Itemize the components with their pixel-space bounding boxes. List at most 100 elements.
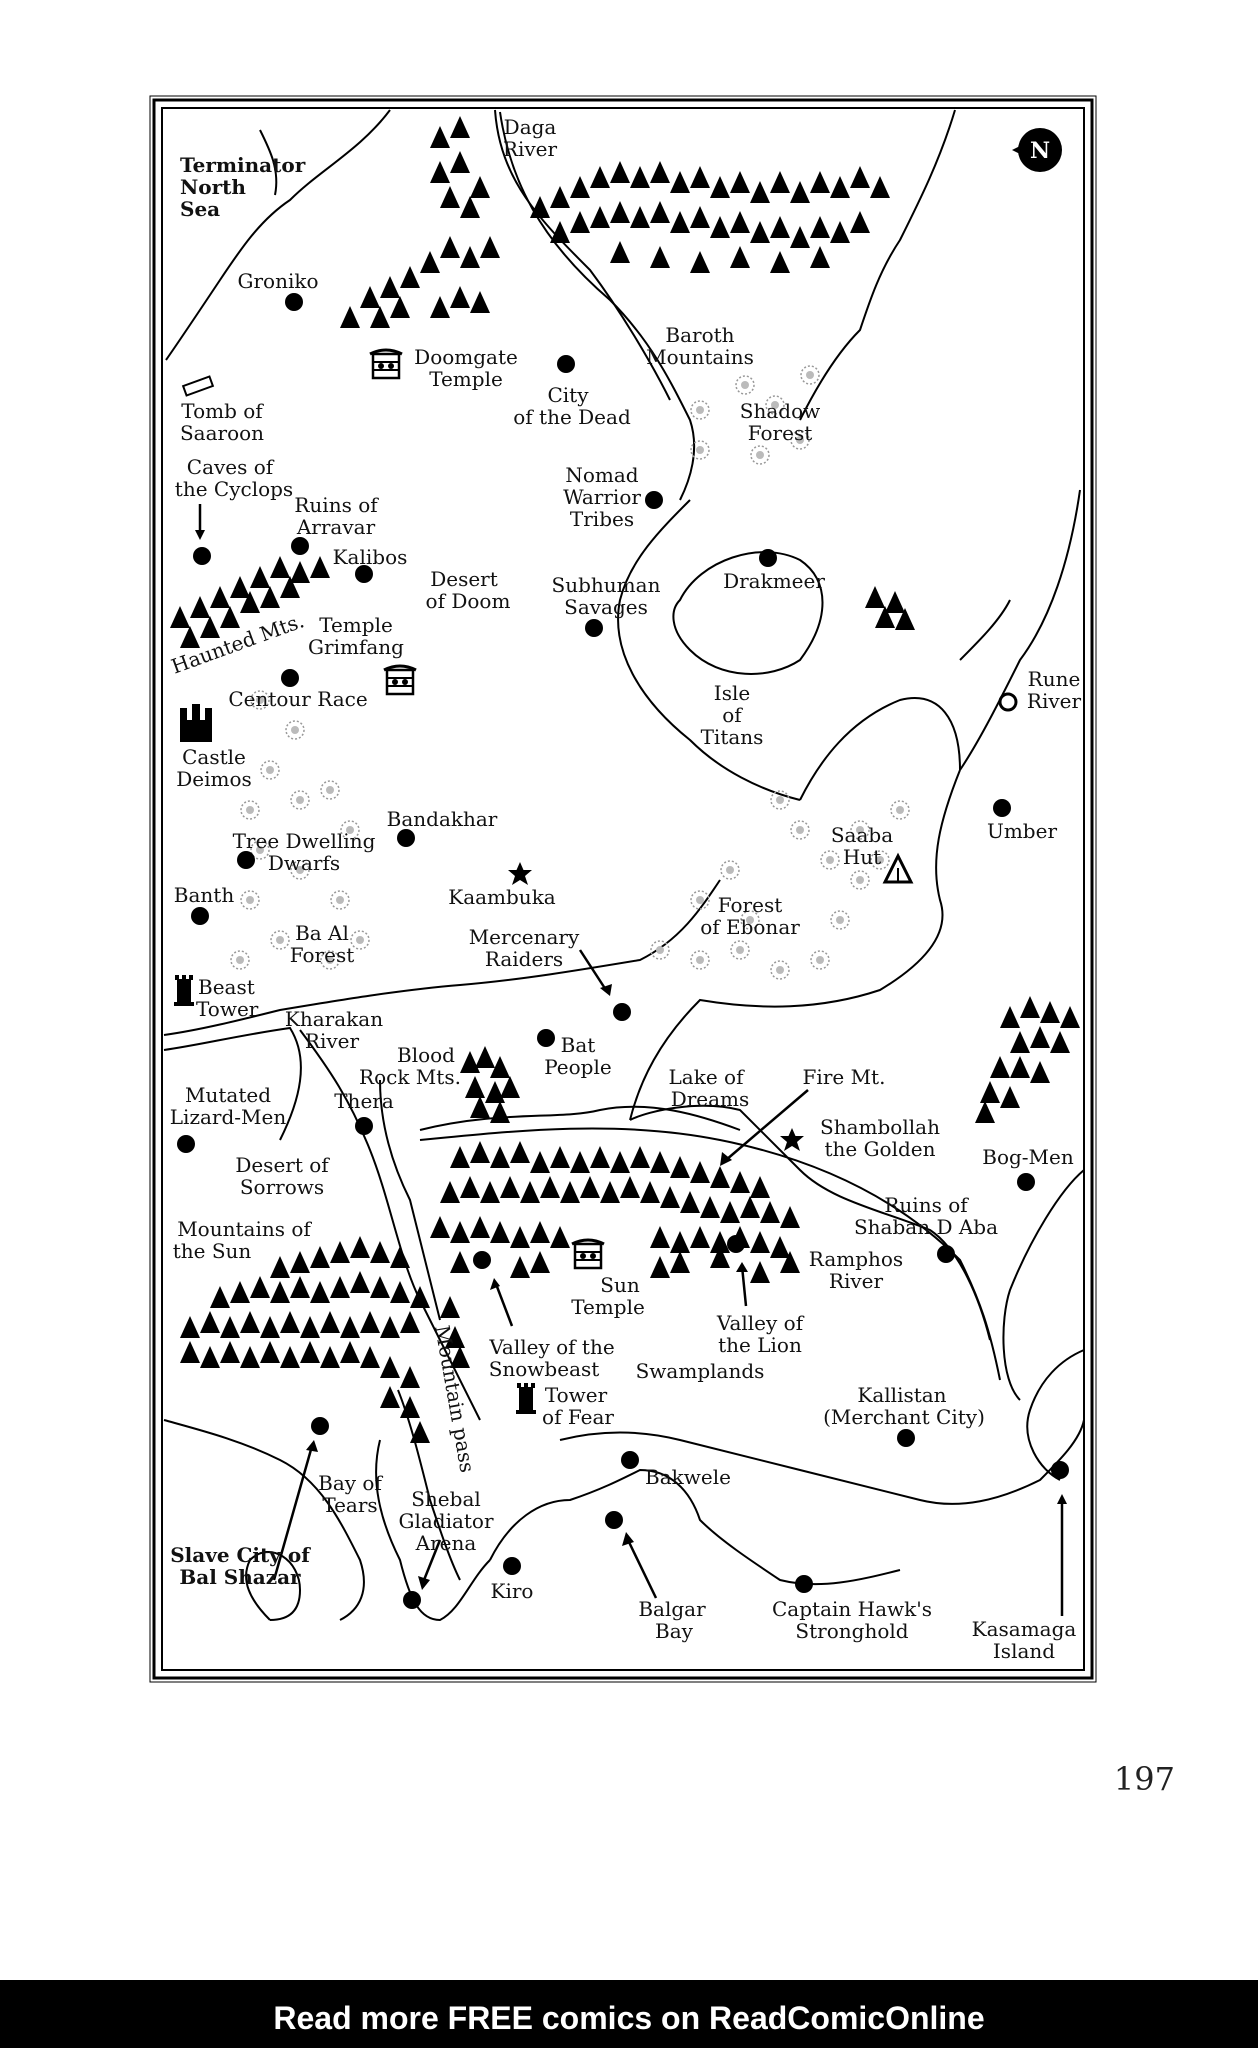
shaban-dot	[937, 1245, 955, 1263]
east-ne-mountains	[975, 996, 1080, 1123]
subhuman-dot	[585, 619, 603, 637]
label-mountain-pass: Mountain pass	[430, 1323, 480, 1474]
valley-lion-dot	[727, 1235, 745, 1253]
kallistan-dot	[897, 1429, 915, 1447]
bat-dot	[537, 1029, 555, 1047]
label-terminator: Terminator North Sea	[180, 153, 312, 221]
label-drakmeer: Drakmeer	[723, 569, 825, 593]
kasamaga-dot	[1051, 1461, 1069, 1479]
mercenary-dot	[613, 1003, 631, 1021]
dwarfs-dot	[237, 851, 255, 869]
doomgate-temple-icon	[368, 348, 404, 380]
kaambuka-star-icon	[508, 862, 532, 885]
blood-rock-mountains	[460, 1046, 520, 1123]
balgar-dot	[605, 1511, 623, 1529]
bandakhar-dot	[397, 829, 415, 847]
label-kalibos: Kalibos	[333, 545, 408, 569]
centour-dot	[281, 669, 299, 687]
castle-icon	[180, 704, 212, 742]
label-kiro: Kiro	[491, 1579, 534, 1603]
label-kaambuka: Kaambuka	[448, 885, 556, 909]
label-thera: Thera	[334, 1089, 394, 1113]
grimfang-temple-icon	[382, 664, 418, 696]
lizard-dot	[177, 1135, 195, 1153]
hawk-dot	[795, 1575, 813, 1593]
city-dead-dot	[557, 355, 575, 373]
kiro-dot	[503, 1557, 521, 1575]
label-bakwele: Bakwele	[645, 1465, 731, 1489]
label-groniko: Groniko	[237, 269, 318, 293]
map-symbols	[174, 348, 1018, 1414]
rivers	[299, 109, 1011, 1421]
tomb-icon	[181, 375, 215, 397]
label-centour: Centour Race	[228, 687, 367, 711]
label-bogmen: Bog-Men	[982, 1145, 1074, 1169]
north-compass-icon: N	[1012, 128, 1062, 172]
pointer-arrows	[195, 504, 1067, 1616]
map-frame	[149, 95, 1097, 1683]
page-number: 197	[1113, 1760, 1175, 1798]
label-banth: Banth	[174, 883, 235, 907]
umber-dot	[993, 799, 1011, 817]
snowbeast-dot	[473, 1251, 491, 1269]
ruins-arravar-dot	[291, 537, 309, 555]
footer-banner[interactable]	[0, 1980, 1258, 2048]
slave-city-dot	[311, 1417, 329, 1435]
east-mountains	[530, 161, 890, 273]
island-mountains	[865, 586, 915, 630]
sun-temple-icon	[570, 1238, 606, 1270]
label-kallistan: Kallistan(Merchant City)	[823, 1383, 985, 1429]
label-umber: Umber	[987, 819, 1057, 843]
tower-fear-icon	[516, 1383, 536, 1414]
kalibos-dot	[355, 565, 373, 583]
caves-dot	[193, 547, 211, 565]
label-swamplands: Swamplands	[636, 1359, 765, 1383]
banth-dot	[191, 907, 209, 925]
bakwele-dot	[621, 1451, 639, 1469]
shebal-dot	[403, 1591, 421, 1609]
beast-tower-icon	[174, 975, 194, 1006]
footer-link-text[interactable]: Read more FREE comics on ReadComicOnline	[273, 2000, 985, 2036]
map-markers	[177, 293, 1069, 1609]
north-mountains	[340, 116, 500, 328]
label-bandakhar: Bandakhar	[387, 807, 498, 831]
